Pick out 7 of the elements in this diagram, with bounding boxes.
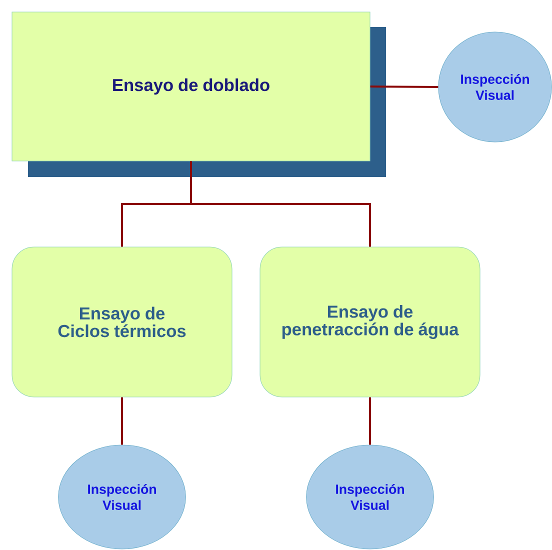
process-box: Ensayo de doblado — [12, 12, 370, 162]
connector-line — [190, 161, 371, 247]
rounded-box: Ensayo de penetracción de água — [260, 246, 480, 398]
connector-line — [370, 86, 438, 88]
connector-line — [369, 397, 371, 445]
connector-line — [121, 397, 123, 445]
rounded-box: Ensayo de Ciclos térmicos — [12, 246, 232, 398]
